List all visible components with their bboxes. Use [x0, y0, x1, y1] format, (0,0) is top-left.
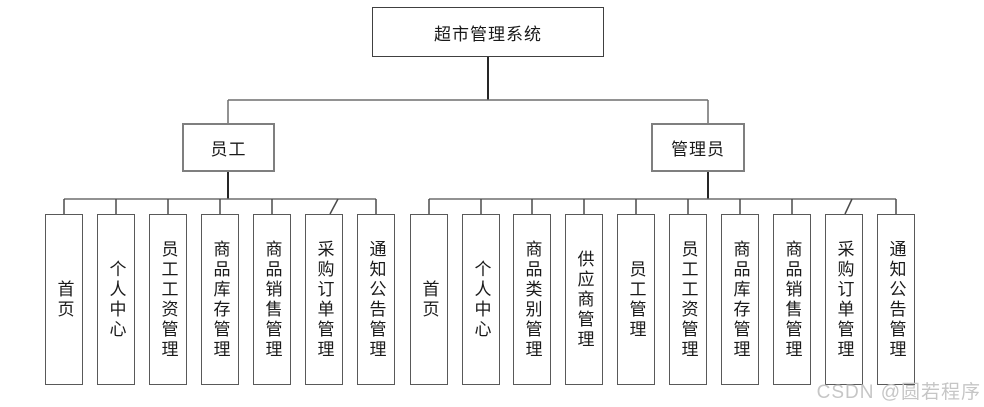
leaf-node: 商品销售管理: [773, 214, 811, 385]
leaf-node: 商品销售管理: [253, 214, 291, 385]
leaf-node: 通知公告管理: [877, 214, 915, 385]
leaf-label: 通知公告管理: [366, 239, 386, 360]
node-admin: 管理员: [651, 123, 745, 172]
edges-right-group: [428, 198, 897, 215]
leaf-label: 员工工资管理: [678, 239, 698, 360]
leaf-node: 首页: [45, 214, 83, 385]
leaf-label: 供应商管理: [574, 249, 594, 350]
leaf-label: 商品库存管理: [210, 239, 230, 360]
node-admin-label: 管理员: [671, 140, 725, 159]
csdn-watermark: CSDN @圆若程序: [816, 382, 981, 403]
leaf-label: 采购订单管理: [834, 239, 854, 360]
leaf-node: 通知公告管理: [357, 214, 395, 385]
node-employee: 员工: [182, 123, 275, 172]
node-root: 超市管理系统: [372, 7, 604, 57]
leaf-label: 员工管理: [626, 259, 646, 340]
leaf-label: 个人中心: [471, 259, 491, 340]
leaf-label: 商品库存管理: [730, 239, 750, 360]
leaf-label: 商品销售管理: [262, 239, 282, 360]
leaf-label: 采购订单管理: [314, 239, 334, 360]
leaf-node: 个人中心: [462, 214, 500, 385]
leaf-node: 个人中心: [97, 214, 135, 385]
node-employee-label: 员工: [210, 140, 247, 159]
leaf-node: 员工工资管理: [669, 214, 707, 385]
leaf-label: 商品销售管理: [782, 239, 802, 360]
edges-root: [227, 57, 709, 199]
edges-left-group: [63, 198, 377, 215]
leaf-node: 商品库存管理: [721, 214, 759, 385]
leaf-label: 商品类别管理: [522, 239, 542, 360]
leaf-label: 通知公告管理: [886, 239, 906, 360]
node-root-label: 超市管理系统: [434, 24, 542, 44]
leaf-label: 个人中心: [106, 259, 126, 340]
leaf-node: 员工工资管理: [149, 214, 187, 385]
leaf-node: 员工管理: [617, 214, 655, 385]
leaf-node: 供应商管理: [565, 214, 603, 385]
leaf-node: 采购订单管理: [825, 214, 863, 385]
leaf-node: 首页: [410, 214, 448, 385]
leaf-node: 采购订单管理: [305, 214, 343, 385]
leaf-label: 首页: [54, 279, 74, 320]
leaf-node: 商品库存管理: [201, 214, 239, 385]
leaf-label: 员工工资管理: [158, 239, 178, 360]
leaf-node: 商品类别管理: [513, 214, 551, 385]
leaf-label: 首页: [419, 279, 439, 320]
